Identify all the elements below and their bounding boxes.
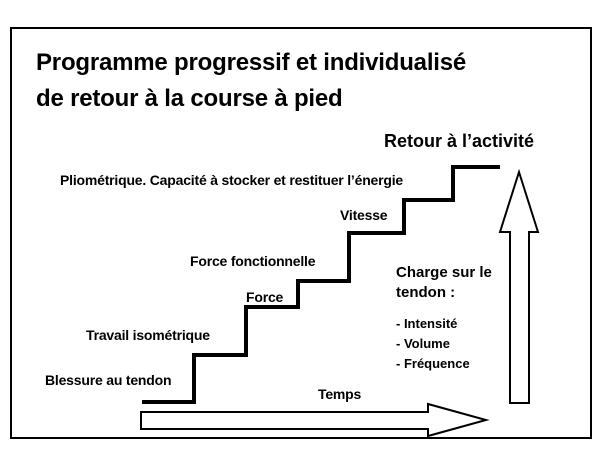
step-label-functional-force: Force fonctionnelle	[190, 253, 316, 269]
staircase-line	[142, 165, 500, 404]
title-line-2: de retour à la course à pied	[36, 85, 343, 112]
load-factor-intensity: - Intensité	[396, 316, 458, 331]
step-label-injury: Blessure au tendon	[45, 372, 172, 388]
load-heading: Charge sur le tendon :	[396, 263, 492, 303]
step-label-force: Force	[246, 289, 284, 305]
step-label-speed: Vitesse	[340, 207, 388, 223]
load-arrow	[498, 168, 540, 404]
title-line-1: Programme progressif et individualisé	[36, 49, 467, 76]
load-heading-line-1: Charge sur le	[396, 264, 492, 281]
time-arrow	[140, 402, 490, 438]
load-factor-volume: - Volume	[396, 336, 450, 351]
goal-label: Retour à l’activité	[384, 131, 535, 151]
step-label-plyometric: Pliométrique. Capacité à stocker et rest…	[60, 172, 404, 188]
step-label-isometric: Travail isométrique	[86, 327, 210, 343]
diagram-frame	[10, 27, 592, 439]
load-factor-frequency: - Fréquence	[396, 356, 470, 371]
load-heading-line-2: tendon :	[396, 284, 456, 301]
load-factor-list: - Intensité - Volume - Fréquence	[396, 314, 470, 374]
time-label: Temps	[318, 386, 362, 402]
